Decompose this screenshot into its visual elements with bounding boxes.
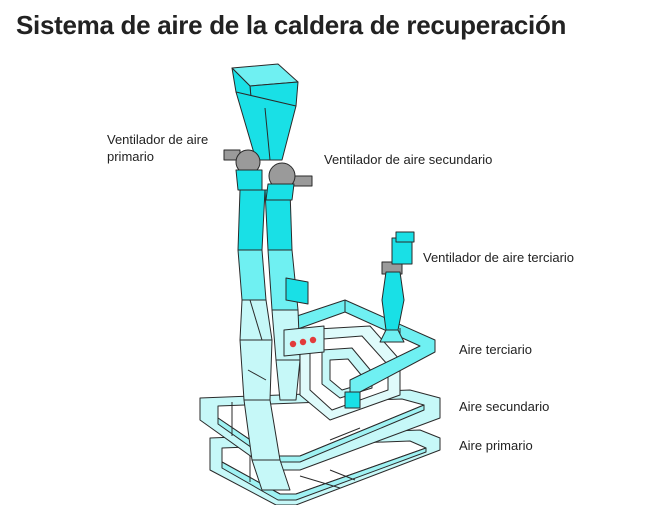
label-secondary-fan: Ventilador de aire secundario xyxy=(324,152,493,167)
label-primary-fan: Ventilador de aire primario xyxy=(107,131,208,165)
primary-supply-duct xyxy=(237,189,291,491)
label-secondary-air: Aire secundario xyxy=(459,399,550,414)
furnace-outline xyxy=(299,325,401,421)
tertiary-fan xyxy=(379,231,415,343)
windbox-ports xyxy=(283,325,325,357)
primary-fan xyxy=(223,149,263,191)
label-tertiary-fan: Ventilador de aire terciario xyxy=(423,250,575,265)
air-intake-hopper xyxy=(231,63,299,161)
label-primary-fan-line-1: Ventilador de aire xyxy=(107,132,209,147)
secondary-fan xyxy=(265,162,313,201)
label-tertiary-air: Aire terciario xyxy=(459,342,532,357)
label-primary-fan-line-2: primario xyxy=(107,149,154,164)
diagram-title: Sistema de aire de la caldera de recuper… xyxy=(16,10,567,40)
label-primary-air: Aire primario xyxy=(459,438,533,453)
